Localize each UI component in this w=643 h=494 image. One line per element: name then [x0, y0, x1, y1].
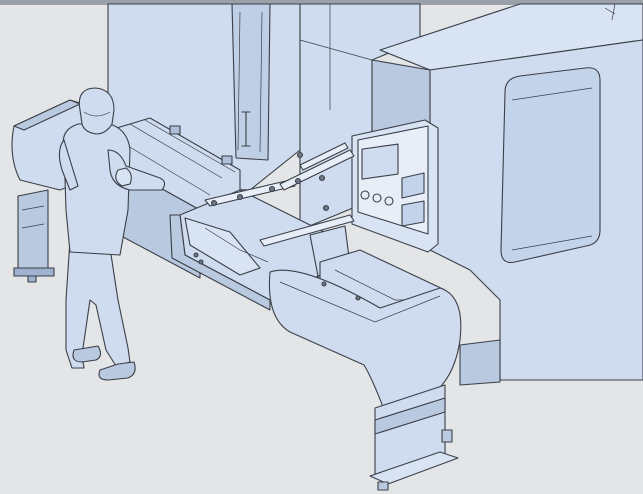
door-handle: [241, 111, 251, 147]
control-panel: [351, 119, 439, 253]
top-border: [0, 0, 643, 5]
knob-3: [384, 196, 394, 206]
viewing-window: [500, 67, 601, 264]
right-support-leg: [369, 384, 459, 491]
display-screen-lower: [401, 200, 425, 227]
operator-figure: [58, 87, 166, 381]
left-support-leg: [17, 189, 49, 277]
front-guard-right: [268, 269, 462, 413]
knob-1: [360, 190, 370, 200]
display-screen-upper: [361, 143, 399, 180]
operator-head: [78, 87, 115, 135]
knob-2: [372, 193, 382, 203]
display-screen-right: [401, 172, 425, 199]
